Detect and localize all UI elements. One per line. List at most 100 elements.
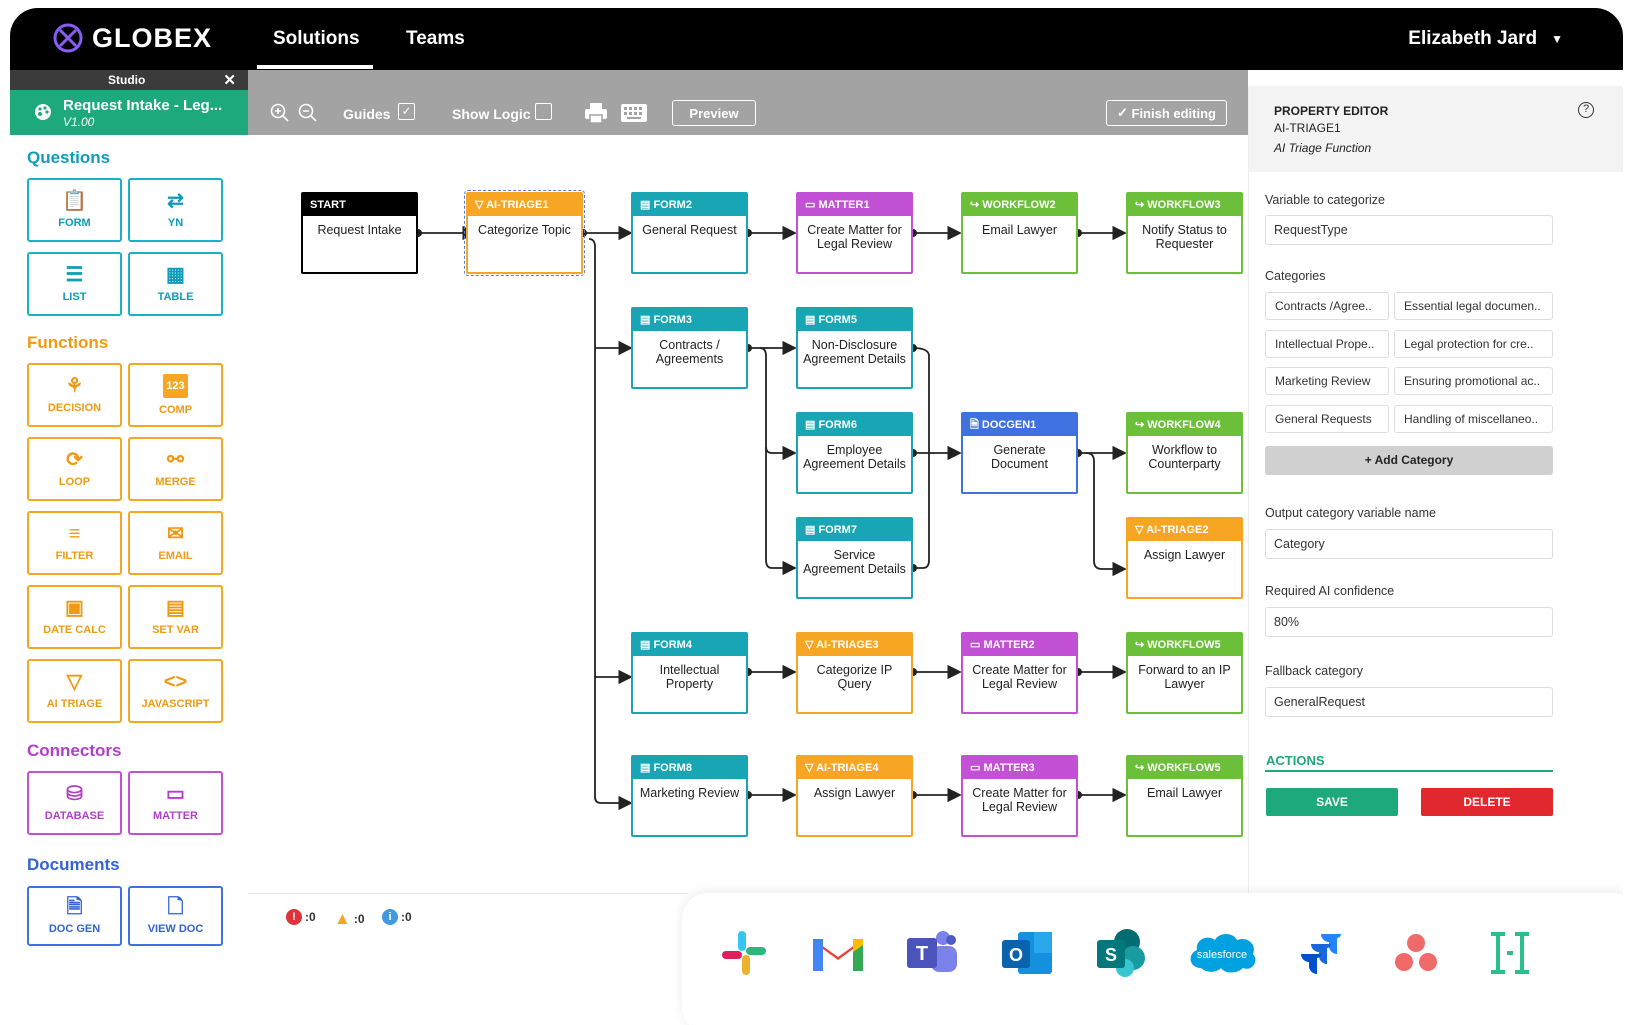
date-calc-tile[interactable]: ▣DATE CALC bbox=[27, 585, 122, 649]
property-editor-panel: PROPERTY EDITOR AI-TRIAGE1 AI Triage Fun… bbox=[1248, 86, 1623, 896]
print-icon[interactable] bbox=[584, 102, 608, 129]
tile-label: COMP bbox=[159, 404, 192, 416]
database-tile[interactable]: ⛁DATABASE bbox=[27, 771, 122, 835]
asana-icon[interactable] bbox=[1386, 923, 1446, 983]
node-body: Create Matter for Legal Review bbox=[807, 223, 902, 251]
category-desc-field[interactable]: Essential legal documen.. bbox=[1394, 292, 1553, 320]
category-name-field[interactable]: Intellectual Prope.. bbox=[1265, 330, 1389, 358]
node-body: Employee Agreement Details bbox=[803, 443, 906, 471]
sharepoint-icon[interactable]: S bbox=[1092, 923, 1152, 983]
user-menu[interactable]: Elizabeth Jard ▼ bbox=[1408, 28, 1563, 50]
form-tile[interactable]: 📋FORM bbox=[27, 178, 122, 242]
email-tile[interactable]: ✉EMAIL bbox=[128, 511, 223, 575]
table-tile[interactable]: ▦TABLE bbox=[128, 252, 223, 316]
variable-input[interactable]: RequestType bbox=[1265, 215, 1553, 245]
categories-label: Categories bbox=[1265, 269, 1326, 283]
form-icon: ▤ bbox=[640, 762, 654, 774]
matter-icon: ▭ bbox=[166, 783, 185, 805]
yn-tile[interactable]: ⇄YN bbox=[128, 178, 223, 242]
preview-button[interactable]: Preview bbox=[672, 100, 756, 126]
decision-tile[interactable]: ⚘DECISION bbox=[27, 363, 122, 427]
category-desc-field[interactable]: Ensuring promotional ac.. bbox=[1394, 367, 1553, 395]
error-count[interactable]: !:0 bbox=[286, 909, 316, 925]
matter-icon: ▭ bbox=[970, 762, 984, 774]
matter-tile[interactable]: ▭MATTER bbox=[128, 771, 223, 835]
list-tile[interactable]: ☰LIST bbox=[27, 252, 122, 316]
contract-logo-icon[interactable] bbox=[1480, 923, 1540, 983]
set-var-tile[interactable]: ▤SET VAR bbox=[128, 585, 223, 649]
gmail-icon[interactable] bbox=[808, 923, 868, 983]
tab-teams[interactable]: Teams bbox=[406, 28, 465, 49]
version-label: V1.00 bbox=[63, 115, 95, 129]
zoom-in-icon[interactable] bbox=[270, 103, 290, 128]
category-name-field[interactable]: Contracts /Agree.. bbox=[1265, 292, 1389, 320]
guides-checkbox[interactable]: ✓ bbox=[398, 103, 415, 120]
loop-tile[interactable]: ⟳LOOP bbox=[27, 437, 122, 501]
confidence-input[interactable]: 80% bbox=[1265, 607, 1553, 637]
output-variable-input[interactable]: Category bbox=[1265, 529, 1553, 559]
fallback-input[interactable]: GeneralRequest bbox=[1265, 687, 1553, 717]
node-header: ▽ AI-TRIAGE2 bbox=[1128, 519, 1241, 541]
merge-tile[interactable]: ⚯MERGE bbox=[128, 437, 223, 501]
envelope-icon: ✉ bbox=[167, 523, 184, 545]
category-name-field[interactable]: General Requests bbox=[1265, 405, 1389, 433]
teams-icon[interactable]: T bbox=[902, 923, 962, 983]
save-button[interactable]: SAVE bbox=[1266, 788, 1398, 816]
node-body: Generate Document bbox=[991, 443, 1048, 471]
category-desc-field[interactable]: Legal protection for cre.. bbox=[1394, 330, 1553, 358]
svg-text:salesforce: salesforce bbox=[1197, 949, 1247, 961]
filter-icon: ≡ bbox=[68, 523, 81, 545]
selected-node-id: AI-TRIAGE1 bbox=[1274, 121, 1341, 135]
category-name-field[interactable]: Marketing Review bbox=[1265, 367, 1389, 395]
questions-heading: Questions bbox=[27, 148, 111, 167]
request-title-bar[interactable]: Request Intake - Leg... V1.00 bbox=[10, 90, 248, 135]
close-icon[interactable]: ✕ bbox=[223, 72, 236, 89]
add-category-button[interactable]: + Add Category bbox=[1265, 446, 1553, 475]
javascript-tile[interactable]: <>JAVASCRIPT bbox=[128, 659, 223, 723]
info-count[interactable]: i:0 bbox=[382, 909, 412, 925]
help-icon[interactable]: ? bbox=[1578, 102, 1594, 118]
view-doc-tile[interactable]: 🗋VIEW DOC bbox=[128, 886, 223, 946]
tab-solutions[interactable]: Solutions bbox=[273, 28, 360, 49]
zoom-out-icon[interactable] bbox=[298, 103, 318, 128]
tile-label: DATE CALC bbox=[43, 624, 106, 636]
outlook-icon[interactable]: O bbox=[997, 923, 1057, 983]
keyboard-icon[interactable] bbox=[621, 104, 647, 127]
ai-triage-tile[interactable]: ▽AI TRIAGE bbox=[27, 659, 122, 723]
filter-tile[interactable]: ≡FILTER bbox=[27, 511, 122, 575]
doc-gen-tile[interactable]: 🗎DOC GEN bbox=[27, 886, 122, 946]
salesforce-icon[interactable]: salesforce bbox=[1185, 923, 1259, 983]
warning-count[interactable]: ▲:0 bbox=[334, 909, 365, 928]
brand-logo[interactable]: GLOBEX bbox=[52, 22, 212, 54]
node-header: ▽ AI-TRIAGE1 bbox=[468, 194, 581, 216]
show-logic-checkbox[interactable] bbox=[535, 103, 552, 120]
slack-icon[interactable] bbox=[714, 923, 774, 983]
delete-button[interactable]: DELETE bbox=[1421, 788, 1553, 816]
finish-editing-button[interactable]: ✓ Finish editing bbox=[1106, 100, 1227, 126]
category-desc-field[interactable]: Handling of miscellaneo.. bbox=[1394, 405, 1553, 433]
jira-icon[interactable] bbox=[1292, 923, 1352, 983]
